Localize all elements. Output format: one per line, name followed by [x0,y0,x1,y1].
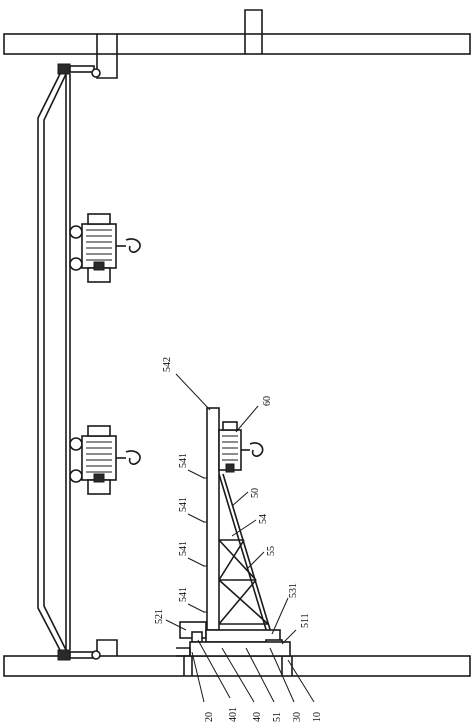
label-531: 531 [288,583,299,598]
label-511: 511 [300,613,311,628]
jib-hoist [218,421,264,473]
label-51: 51 [272,712,283,722]
label-50: 50 [250,488,261,498]
label-54: 54 [258,514,269,524]
label-541-d: 541 [178,587,189,602]
label-541-a: 541 [178,453,189,468]
label-20: 20 [204,712,215,722]
label-40: 40 [252,712,263,722]
base-assembly [176,621,293,676]
label-55: 55 [266,546,277,556]
lower-hoist [69,425,141,495]
label-10: 10 [312,712,323,722]
leader-lines [165,373,315,703]
label-60: 60 [262,396,273,406]
main-girder [37,63,101,661]
reference-labels: 542 60 541 541 541 541 50 54 55 531 511 … [154,357,323,722]
label-541-c: 541 [178,541,189,556]
upper-hoist [69,213,141,283]
label-542: 542 [162,357,173,372]
label-401: 401 [228,707,239,722]
label-541-b: 541 [178,497,189,512]
label-30: 30 [292,712,303,722]
top-rail-beam [3,9,471,79]
label-521: 521 [154,609,165,624]
